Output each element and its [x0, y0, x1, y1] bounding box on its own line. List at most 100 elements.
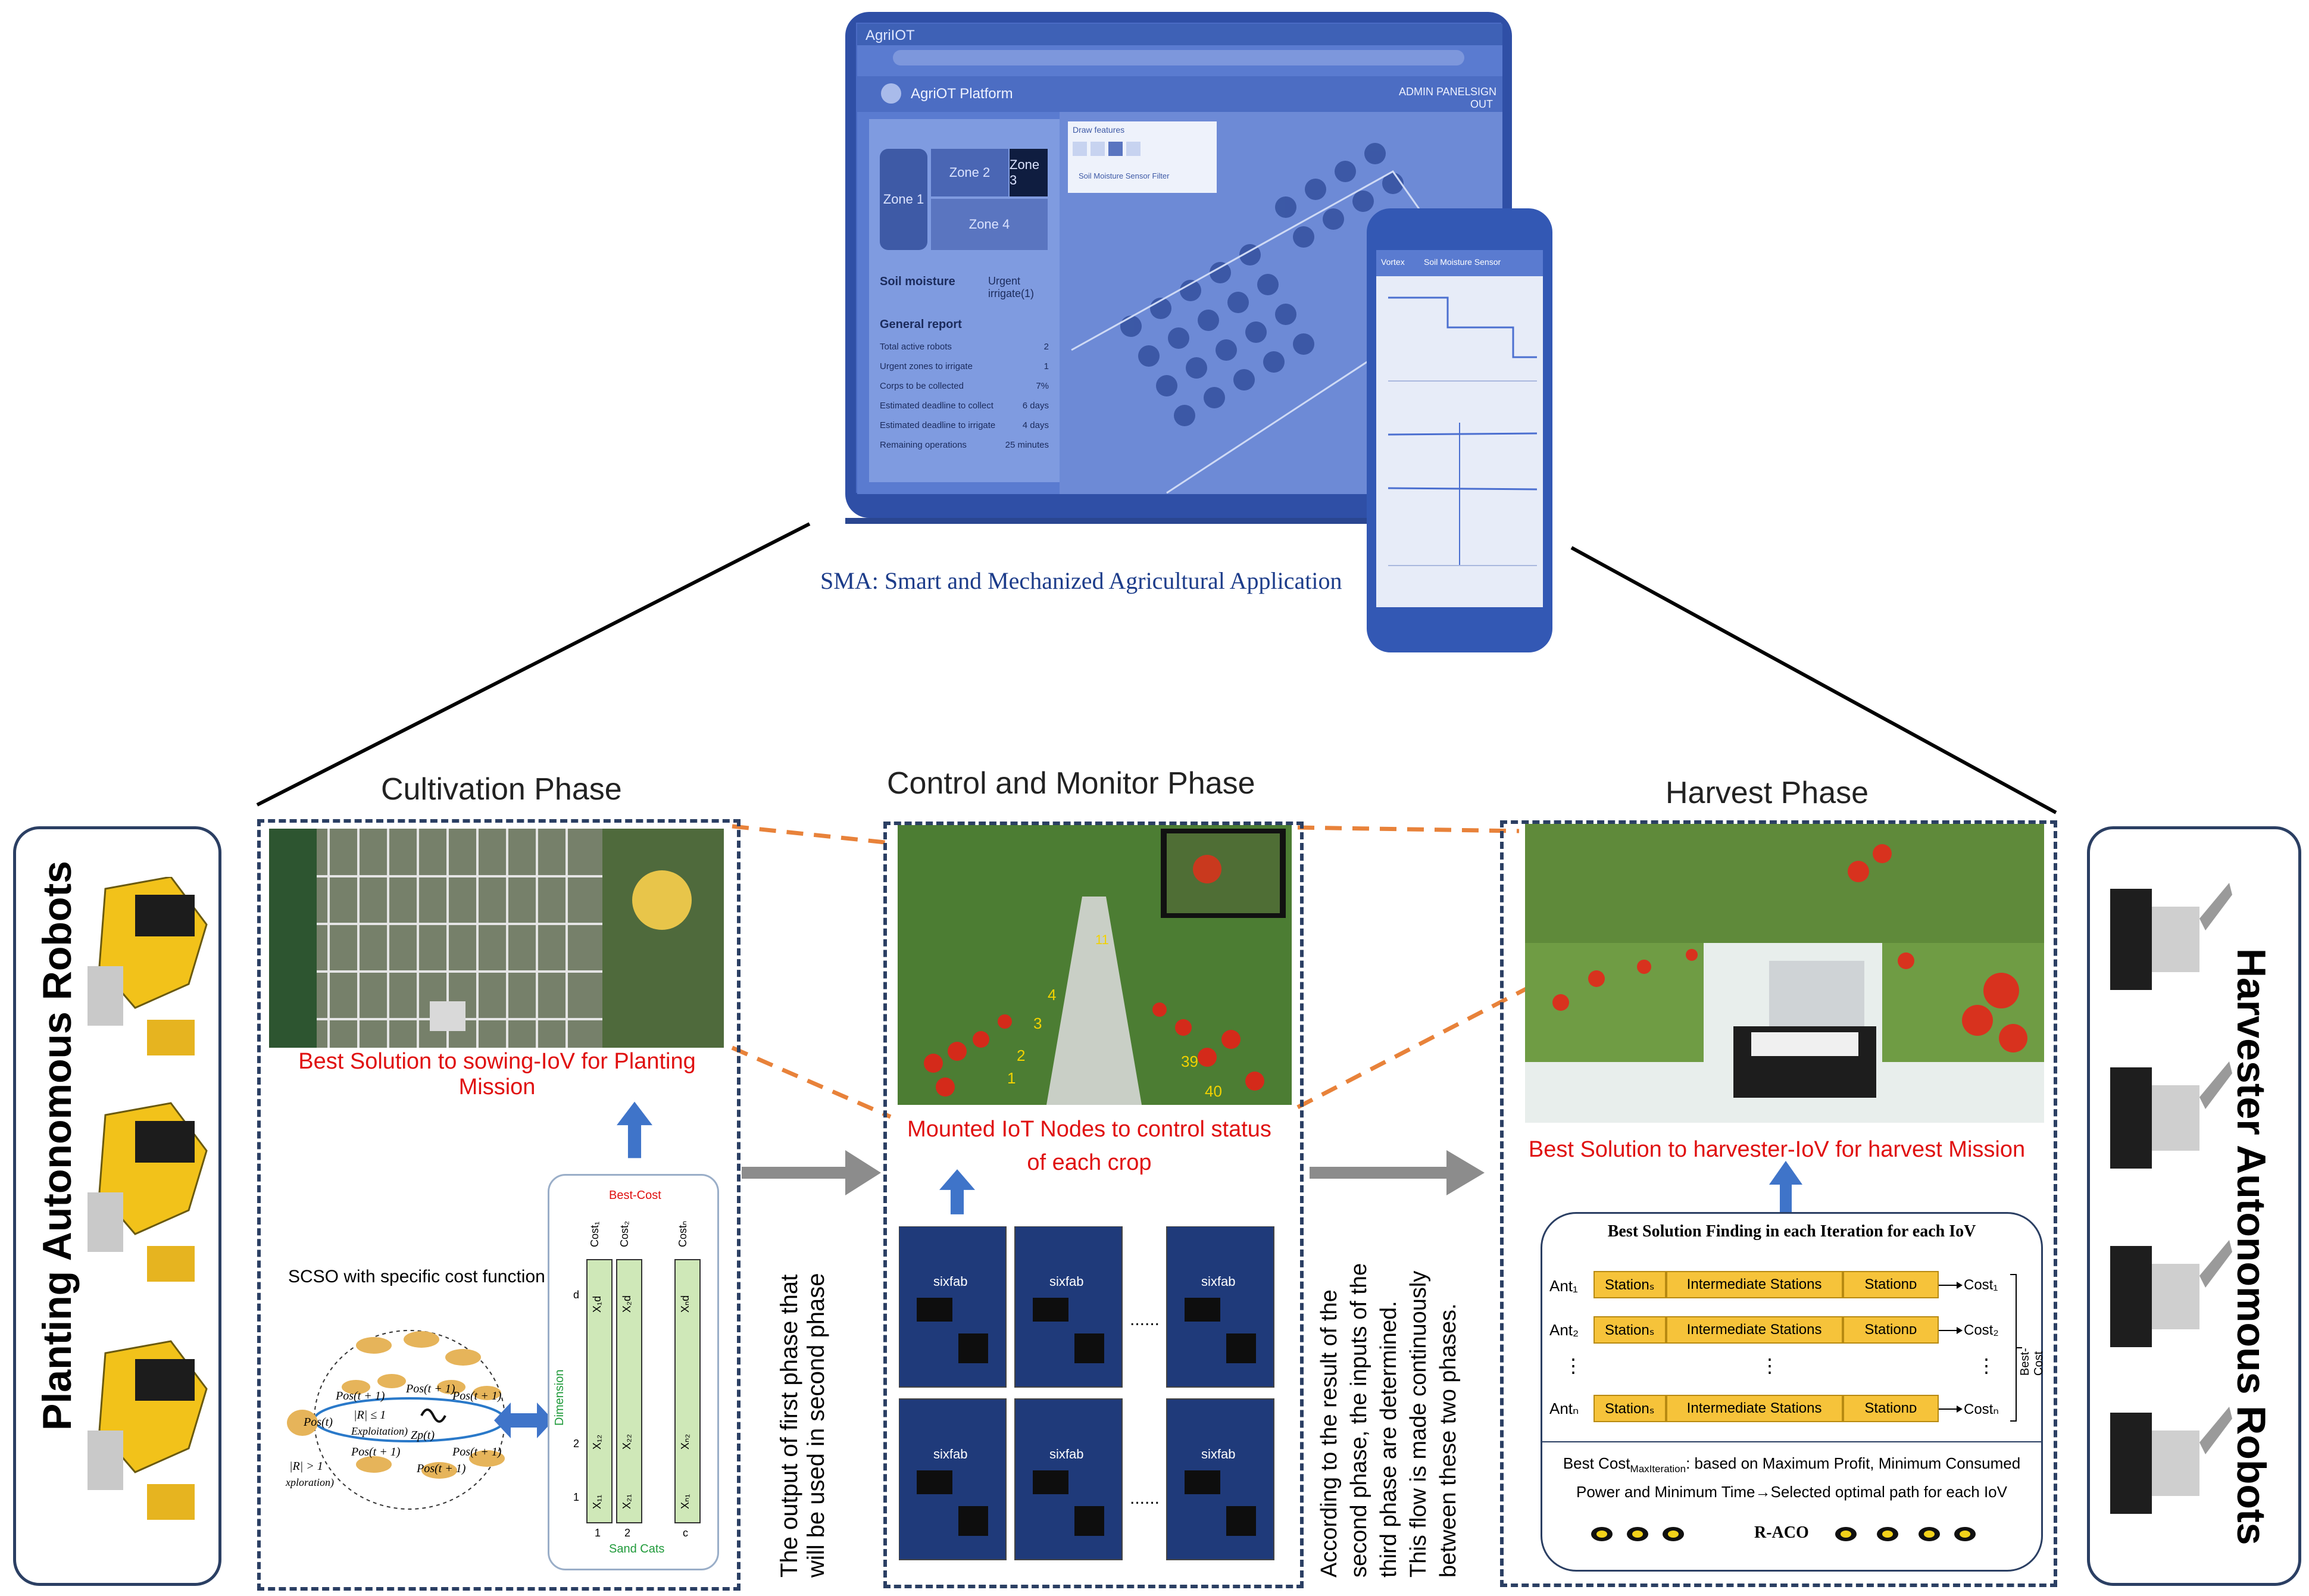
station-d: Stationᴅ [1842, 1316, 1939, 1344]
cultivation-phase-title: Cultivation Phase [381, 772, 622, 807]
control-caption-line2: of each crop [1027, 1150, 1152, 1175]
cost-label: Cost₁ [589, 1221, 601, 1247]
col-axis-label: 2 [624, 1527, 631, 1539]
board-label: sixfab [1201, 1274, 1236, 1289]
dashboard-panel: Zone 1 Zone 2 Zone 3 Zone 4 Soil moistur… [869, 119, 1060, 482]
draw-features-panel: Draw features Soil Moisture Sensor Filte… [1068, 121, 1217, 193]
control-phase-box [883, 822, 1304, 1588]
cat-label-pos-t1-d: Pos(t + 1) [351, 1445, 401, 1458]
tool-button[interactable] [1126, 142, 1141, 156]
cost-label: Costₙ [677, 1220, 689, 1247]
boards-ellipsis: ...... [1130, 1488, 1160, 1508]
flow-text-1-line: will be used in second phase [803, 1273, 829, 1578]
station-d: Stationᴅ [1842, 1271, 1939, 1298]
app-logo-icon [881, 83, 901, 104]
intermediate-stations: Intermediate Stations [1666, 1316, 1843, 1344]
row-axis-label: 1 [573, 1491, 580, 1503]
iot-board-icon [1014, 1398, 1123, 1560]
best-cost-text: Best CostMaxIteration: based on Maximum … [1542, 1452, 2041, 1503]
field-map-graphic [1071, 143, 1478, 494]
row-axis-label: d [573, 1289, 580, 1301]
row-number: 3 [1033, 1014, 1042, 1032]
back-link[interactable]: Vortex [1381, 257, 1405, 267]
cultivation-caption: Best Solution to sowing-IoV for Planting… [298, 1049, 696, 1100]
station-s: Stationₛ [1594, 1316, 1666, 1344]
flow-text-1: The output of first phase that will be u… [776, 1273, 830, 1578]
zone-1[interactable]: Zone 1 [880, 149, 927, 250]
flow-text-2-line: This flow is made continuously [1406, 1270, 1431, 1578]
cat-label-pos-t1-b: Pos(t + 1) [406, 1382, 455, 1395]
flow-text-2-line: According to the result of the [1317, 1289, 1342, 1578]
sma-caption: SMA: Smart and Mechanized Agricultural A… [820, 567, 1342, 594]
iot-board-icon [1014, 1226, 1123, 1388]
harvester-robot-icons [2110, 883, 2232, 1514]
intermediate-stations: Intermediate Stations [1666, 1271, 1843, 1298]
board-label: sixfab [1049, 1274, 1084, 1289]
cost-arrows [1939, 1282, 1963, 1413]
general-report-title: General report [880, 318, 962, 331]
iot-board-icon [899, 1398, 1007, 1560]
ant-cost: Cost₁ [1964, 1277, 1998, 1293]
control-up-arrow [939, 1169, 975, 1214]
zone-2-label: Zone 2 [949, 165, 991, 180]
row-number: 1 [1007, 1069, 1016, 1087]
cat-label-r-gt: |R| > 1 [289, 1460, 323, 1473]
phone-screen: Vortex Soil Moisture Sensor [1376, 250, 1543, 607]
matrix-bottom-label: Sand Cats [609, 1542, 665, 1556]
zone-2[interactable]: Zone 2 [931, 149, 1008, 196]
phone: Vortex Soil Moisture Sensor [1367, 208, 1552, 652]
harvester-robot-icon [2110, 883, 2232, 990]
browser-tab[interactable]: AgriIOT [866, 27, 915, 43]
planting-robot-icon [88, 1102, 208, 1282]
best-cost-brace [2010, 1274, 2022, 1422]
soil-moisture-label: Soil moisture [880, 275, 955, 288]
flow-text-1-line: The output of first phase that [776, 1274, 802, 1578]
greenhouse-photo: 1 2 3 4 11 39 40 [898, 825, 1292, 1105]
zone-4[interactable]: Zone 4 [931, 199, 1048, 250]
cat-label-pos-t1-f: Pos(t + 1) [417, 1462, 466, 1475]
control-caption-line1: Mounted IoT Nodes to control status [907, 1117, 1271, 1142]
greenhouse-graphic [898, 825, 1292, 1105]
matrix-cell: Xₙ₁ [679, 1494, 691, 1509]
station-d: Stationᴅ [1842, 1395, 1939, 1422]
harvest-up-arrow [1769, 1161, 1802, 1216]
tool-button[interactable] [1073, 142, 1087, 156]
app-header: AgriOT Platform ADMIN PANEL SIGN OUT [857, 76, 1502, 112]
planting-robot-icons [88, 877, 208, 1520]
vertical-ellipsis: ⋮ [1760, 1355, 1779, 1376]
matrix-cell: Xₙd [679, 1295, 691, 1313]
row-number: 39 [1181, 1052, 1198, 1070]
sign-out-link[interactable]: SIGN OUT [1470, 86, 1497, 110]
planting-robots-box: Planting Autonomous Robots [13, 826, 221, 1586]
ant-label: Ant₂ [1549, 1321, 1579, 1339]
ant-label: Antₙ [1549, 1400, 1579, 1417]
sensor-filter-item[interactable]: Soil Moisture Sensor Filter [1079, 171, 1170, 180]
draw-features-title: Draw features [1073, 125, 1125, 135]
cultivation-phase-box [257, 819, 740, 1591]
zone-3-label: Zone 3 [1010, 157, 1040, 188]
vertical-ellipsis: ⋮ [1564, 1355, 1583, 1376]
aco-title: Best Solution Finding in each Iteration … [1607, 1222, 1976, 1241]
ant-cost: Cost₂ [1964, 1322, 1999, 1338]
harvest-photo [1525, 824, 2044, 1123]
address-bar[interactable] [893, 50, 1464, 65]
raco-label: R-ACO [1754, 1523, 1809, 1542]
app-title: AgriOT Platform [911, 86, 1013, 102]
flow-text-2: According to the result of the second ph… [1314, 1263, 1463, 1578]
route-row: Stationₛ Intermediate Stations Stationᴅ [1594, 1316, 1939, 1344]
route-row: Stationₛ Intermediate Stations Stationᴅ [1594, 1271, 1939, 1298]
flow-text-2-line: third phase are determined. [1376, 1301, 1401, 1578]
best-cost-divider [1542, 1441, 2041, 1442]
browser-tab-bar: AgriIOT [857, 24, 1502, 45]
tool-button[interactable] [1091, 142, 1105, 156]
tool-button[interactable] [1108, 142, 1123, 156]
harvester-robot-icon [2110, 1061, 2232, 1169]
admin-panel-link[interactable]: ADMIN PANEL [1399, 86, 1471, 98]
cost-label: Cost₂ [618, 1221, 630, 1247]
zone-3[interactable]: Zone 3 [1010, 149, 1048, 196]
scso-diagram [287, 1330, 506, 1510]
iot-board-icon [899, 1226, 1007, 1388]
